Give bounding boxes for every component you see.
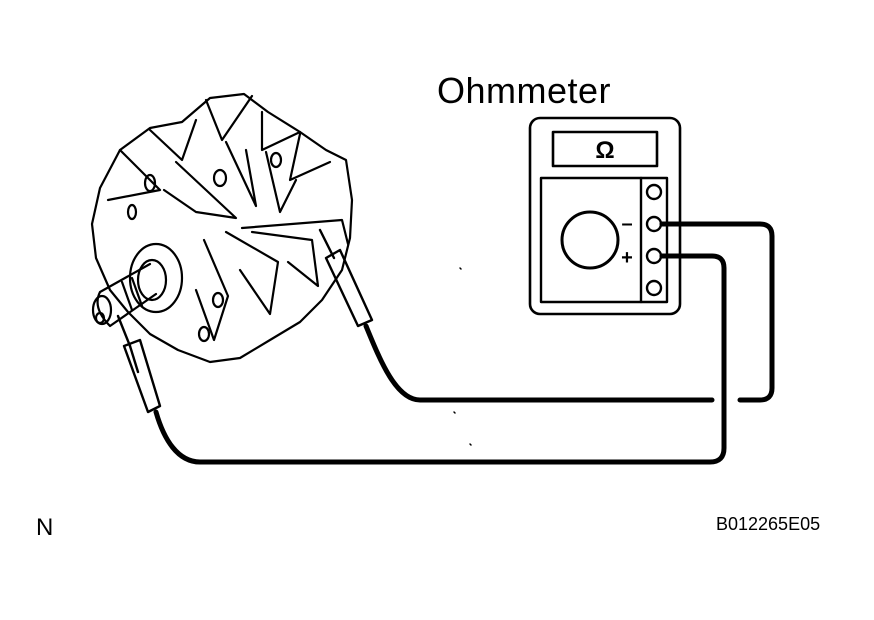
claw-pole bbox=[148, 118, 198, 162]
alternator-rotor bbox=[90, 92, 354, 364]
claw-pole bbox=[224, 230, 280, 316]
meter-unit-symbol: Ω bbox=[595, 137, 614, 164]
probe-right bbox=[318, 228, 374, 328]
meter-jack-plus bbox=[645, 247, 663, 265]
diagram-title: Ohmmeter bbox=[437, 70, 612, 111]
meter-panel bbox=[539, 176, 669, 304]
test-leads bbox=[153, 221, 775, 465]
meter-jack bbox=[645, 183, 663, 201]
corner-note: N bbox=[36, 514, 54, 541]
slip-ring-band bbox=[120, 276, 144, 312]
rotor-hole bbox=[126, 203, 138, 221]
rotor-hole bbox=[143, 173, 157, 193]
rotor-hole bbox=[212, 168, 228, 188]
rotor-hub-inner bbox=[136, 258, 168, 302]
claw-pole bbox=[240, 218, 350, 246]
meter-jack bbox=[645, 279, 663, 297]
claw-pole bbox=[204, 94, 254, 142]
rotor-hole bbox=[269, 151, 283, 169]
rotor-hole bbox=[197, 325, 211, 343]
claw-pole bbox=[288, 132, 332, 182]
ohmmeter: Ω – + bbox=[528, 116, 682, 316]
claw-pole bbox=[194, 238, 230, 342]
probe-right-tip bbox=[318, 228, 336, 260]
probe-left bbox=[116, 314, 162, 414]
probe-right-body bbox=[324, 248, 374, 328]
meter-minus-label: – bbox=[621, 213, 632, 235]
speck bbox=[453, 411, 456, 414]
rotor-hub bbox=[128, 242, 184, 314]
claw-pole bbox=[250, 230, 320, 288]
meter-case bbox=[528, 116, 682, 316]
claw-pole bbox=[264, 150, 298, 214]
scan-specks bbox=[453, 267, 472, 446]
meter-plus-label: + bbox=[621, 247, 633, 269]
meter-display bbox=[551, 130, 659, 168]
figure-code: B012265E05 bbox=[716, 514, 821, 534]
claw-pole bbox=[162, 160, 238, 220]
claw-pole bbox=[224, 140, 258, 208]
slip-ring bbox=[91, 294, 113, 326]
speck bbox=[459, 267, 462, 270]
lead-left-to-plus bbox=[153, 253, 727, 465]
probe-left-body bbox=[122, 338, 162, 414]
probe-left-tip bbox=[116, 314, 132, 348]
claw-pole bbox=[106, 148, 162, 202]
slip-ring-core bbox=[94, 311, 106, 325]
rotor-outline bbox=[90, 92, 354, 364]
claw-pole bbox=[260, 110, 302, 152]
speck bbox=[469, 443, 472, 446]
meter-dial bbox=[560, 210, 620, 270]
rotor-hole bbox=[211, 291, 225, 309]
meter-jack-minus bbox=[645, 215, 663, 233]
lead-right-to-minus bbox=[363, 221, 775, 403]
probe-left-collar bbox=[128, 344, 140, 374]
